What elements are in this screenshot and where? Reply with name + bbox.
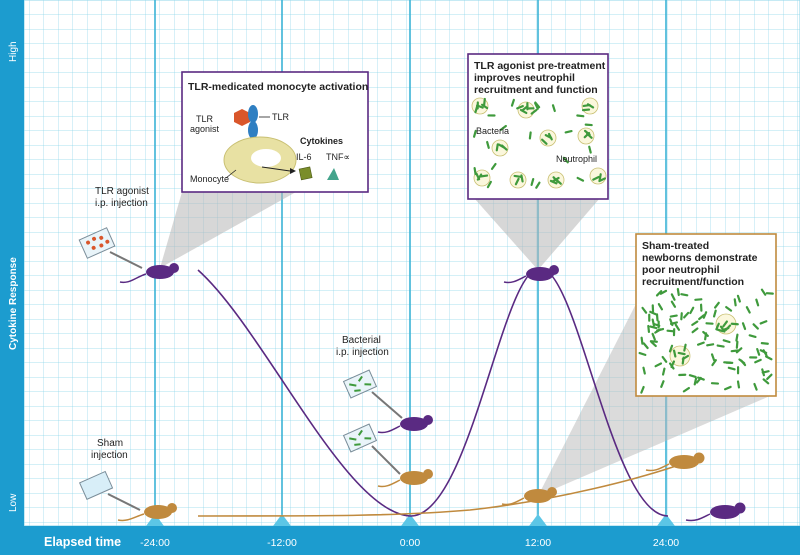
x-axis-title: Elapsed time: [44, 535, 121, 549]
bacterium-icon: [577, 116, 583, 117]
y-axis-title: Cytokine Response: [8, 257, 19, 350]
bacterial-injection-label-line2: i.p. injection: [336, 347, 389, 358]
bacterial-injection-label-line1: Bacterial: [342, 335, 381, 346]
bacterium-icon: [674, 351, 675, 357]
sham-treated-box: Sham-treated newborns demonstrate poor n…: [636, 234, 776, 396]
neutrophil-cell-icon: [590, 168, 606, 184]
tick-label: 24:00: [653, 537, 679, 549]
monocyte-label: Monocyte: [190, 174, 229, 184]
bacterium-icon: [648, 326, 649, 332]
bacterium-icon: [589, 147, 590, 153]
tlr-receptor-bottom: [248, 121, 258, 139]
bacterium-icon: [671, 322, 677, 323]
monocyte-box-title: TLR-medicated monocyte activation: [188, 81, 368, 93]
neutrophil-cell-icon: [474, 170, 490, 186]
bacterium-icon: [487, 142, 489, 148]
bacterium-icon: [668, 331, 674, 332]
tlr-injection-label-line2: i.p. injection: [95, 198, 148, 209]
tlr-receptor-top: [248, 105, 258, 123]
bacterium-icon: [481, 176, 487, 177]
monocyte-activation-box: TLR-medicated monocyte activation TLR ag…: [182, 72, 368, 192]
il6-square-icon: [299, 167, 312, 180]
bacterium-icon: [584, 105, 590, 106]
y-high-label: High: [8, 41, 19, 62]
pretreat-box-line2: improves neutrophil: [474, 72, 575, 84]
il6-label: IL-6: [296, 152, 312, 162]
pretreatment-box: TLR agonist pre-treatment improves neutr…: [468, 54, 608, 199]
bacterium-icon: [566, 131, 572, 132]
bacterium-icon: [681, 294, 687, 295]
bacterium-icon: [583, 110, 589, 111]
tlr-label: TLR: [272, 112, 290, 122]
tick-label: 12:00: [525, 537, 551, 549]
bacterium-icon: [663, 369, 664, 375]
bacterium-icon: [750, 335, 756, 337]
tnf-label: TNF∝: [326, 152, 350, 162]
neutrophil-label: Neutrophil: [556, 154, 597, 164]
tlr-agonist-label-line2: agonist: [190, 124, 220, 134]
y-low-label: Low: [8, 493, 19, 512]
bacterium-icon: [732, 324, 738, 325]
bacterium-icon: [530, 132, 531, 138]
bacterium-icon: [642, 338, 643, 344]
bacterium-icon: [718, 346, 724, 347]
bacterium-icon: [763, 371, 769, 372]
bacterium-icon: [736, 335, 737, 341]
bacterium-icon: [651, 327, 657, 329]
pretreat-box-line3: recruitment and function: [474, 84, 598, 96]
bacterium-icon: [497, 144, 498, 150]
bacterium-icon: [651, 341, 657, 342]
sham-box-line3: poor neutrophil: [642, 264, 720, 276]
bacterium-icon: [475, 168, 476, 174]
sham-injection-label-line1: Sham: [97, 438, 123, 449]
tlr-agonist-label-line1: TLR: [196, 114, 214, 124]
bacterium-icon: [657, 329, 663, 330]
tick-label: 0:00: [400, 537, 421, 549]
bacterium-icon: [521, 176, 522, 182]
bacterium-icon: [695, 299, 701, 300]
bacterium-icon: [705, 333, 706, 339]
bacterium-icon: [714, 311, 716, 317]
bacterium-icon: [671, 316, 677, 317]
sham-injection-label-line2: injection: [91, 450, 128, 461]
bacterium-icon: [695, 378, 696, 384]
cytokines-label: Cytokines: [300, 136, 343, 146]
bacterium-icon: [737, 342, 738, 348]
tlr-injection-label-line1: TLR agonist: [95, 186, 149, 197]
bacterium-icon: [729, 368, 735, 370]
bacterium-icon: [707, 344, 713, 345]
pretreat-box-line1: TLR agonist pre-treatment: [474, 60, 606, 72]
bacterium-icon: [679, 353, 685, 354]
bacterium-icon: [484, 99, 485, 105]
tick-label: -12:00: [267, 537, 297, 549]
bacterium-icon: [643, 368, 644, 374]
bacteria-label: Bacteria: [476, 126, 509, 136]
bacterium-icon: [684, 345, 685, 351]
monocyte-nucleus: [251, 149, 281, 167]
bacterium-icon: [532, 179, 534, 185]
sham-box-line2: newborns demonstrate: [642, 252, 758, 264]
sham-box-line4: recruitment/function: [642, 276, 744, 288]
sham-box-line1: Sham-treated: [642, 240, 709, 252]
neutrophil-cell-icon: [540, 130, 556, 146]
bacterium-icon: [762, 343, 768, 344]
bacterium-icon: [738, 381, 739, 387]
bacterium-icon: [515, 176, 521, 177]
tick-label: -24:00: [140, 537, 170, 549]
bacterium-icon: [735, 299, 736, 305]
bacterium-icon: [600, 174, 601, 180]
bacterium-icon: [678, 289, 679, 295]
